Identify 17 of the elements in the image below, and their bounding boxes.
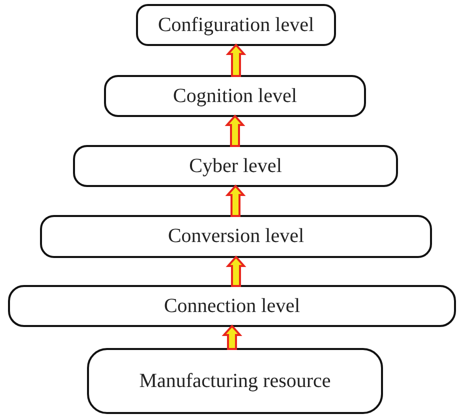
level-label: Cognition level bbox=[173, 84, 297, 108]
level-label: Connection level bbox=[164, 294, 300, 318]
level-label: Conversion level bbox=[168, 225, 304, 248]
block-arrow bbox=[225, 184, 246, 217]
level-label: Manufacturing resource bbox=[139, 370, 331, 392]
level-box bbox=[40, 215, 432, 258]
level-box bbox=[104, 75, 366, 117]
block-arrow bbox=[226, 256, 246, 287]
level-box bbox=[136, 4, 336, 46]
level-box bbox=[8, 285, 456, 327]
level-box bbox=[87, 348, 383, 414]
block-arrow bbox=[224, 114, 246, 147]
block-arrow bbox=[226, 44, 246, 77]
level-box bbox=[73, 145, 398, 187]
level-label: Cyber level bbox=[189, 154, 282, 178]
block-arrow bbox=[222, 324, 242, 350]
level-label: Configuration level bbox=[158, 14, 314, 36]
